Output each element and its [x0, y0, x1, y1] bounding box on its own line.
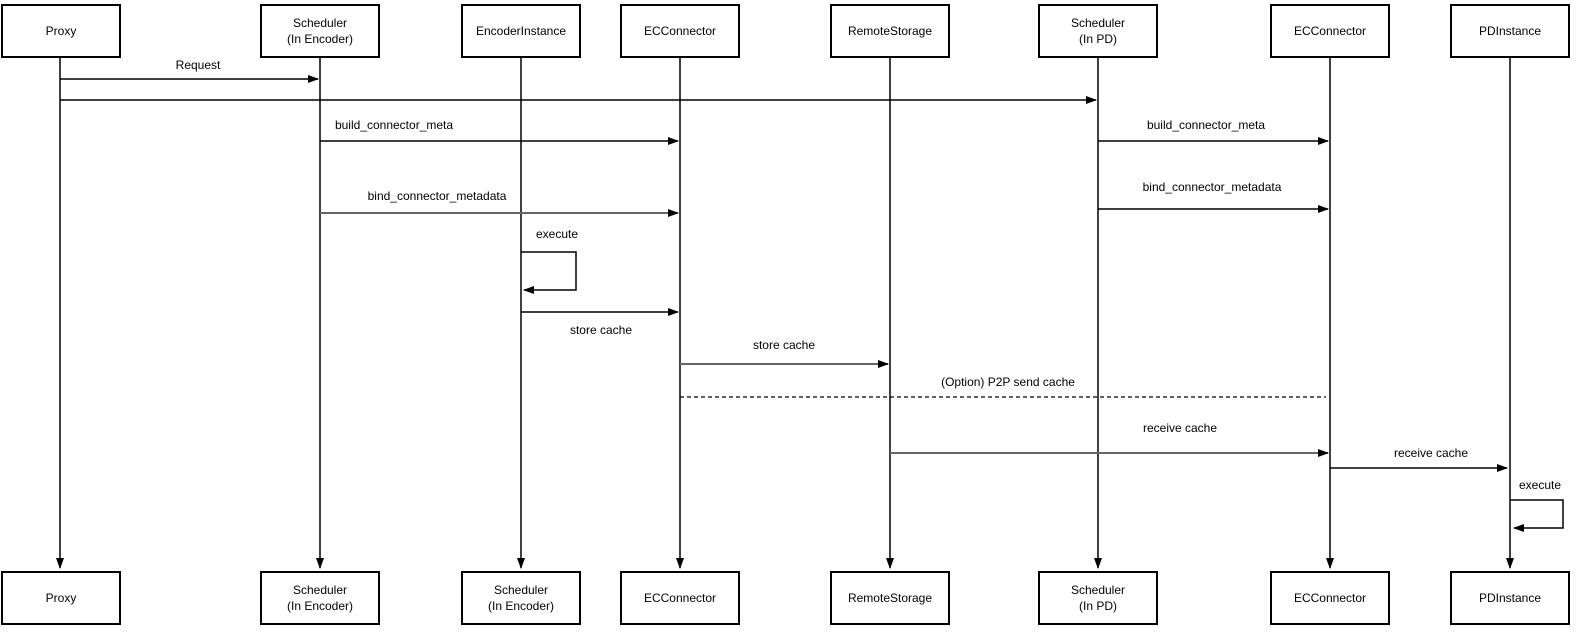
participant-top-proxy: Proxy — [1, 4, 121, 58]
participant-top-ecconnector-1: ECConnector — [620, 4, 740, 58]
participant-bottom-proxy: Proxy — [1, 571, 121, 625]
participant-top-ecconnector-2: ECConnector — [1270, 4, 1390, 58]
message-label-execute-encoder: execute — [535, 227, 579, 241]
message-label-build-connector-meta-right: build_connector_meta — [1146, 118, 1266, 132]
message-label-receive-cache-pd: receive cache — [1393, 446, 1469, 460]
message-label-bind-connector-metadata-right: bind_connector_metadata — [1142, 180, 1282, 194]
message-label-bind-connector-metadata-left: bind_connector_metadata — [367, 189, 507, 203]
participant-top-encoderinstance: EncoderInstance — [461, 4, 581, 58]
participant-bottom-scheduler-pd: Scheduler (In PD) — [1038, 571, 1158, 625]
message-label-build-connector-meta-left: build_connector_meta — [334, 118, 454, 132]
message-label-p2p-send-cache: (Option) P2P send cache — [941, 375, 1075, 389]
participant-bottom-ecconnector-1: ECConnector — [620, 571, 740, 625]
message-label-execute-pd: execute — [1518, 478, 1562, 492]
message-label-request: Request — [175, 58, 221, 72]
participant-top-scheduler-encoder: Scheduler (In Encoder) — [260, 4, 380, 58]
participant-bottom-remotestorage: RemoteStorage — [830, 571, 950, 625]
loop-execute-pd — [1510, 499, 1564, 532]
participant-bottom-ecconnector-2: ECConnector — [1270, 571, 1390, 625]
message-label-store-cache-encoder: store cache — [569, 323, 633, 337]
participant-top-pdinstance: PDInstance — [1450, 4, 1570, 58]
loop-execute-encoder — [521, 251, 577, 294]
participant-bottom-scheduler-encoder-2: Scheduler (In Encoder) — [461, 571, 581, 625]
participant-top-scheduler-pd: Scheduler (In PD) — [1038, 4, 1158, 58]
participant-top-remotestorage: RemoteStorage — [830, 4, 950, 58]
message-label-store-cache-remote: store cache — [752, 338, 816, 352]
message-label-receive-cache-remote: receive cache — [1142, 421, 1218, 435]
participant-bottom-scheduler-encoder-1: Scheduler (In Encoder) — [260, 571, 380, 625]
participant-bottom-pdinstance: PDInstance — [1450, 571, 1570, 625]
